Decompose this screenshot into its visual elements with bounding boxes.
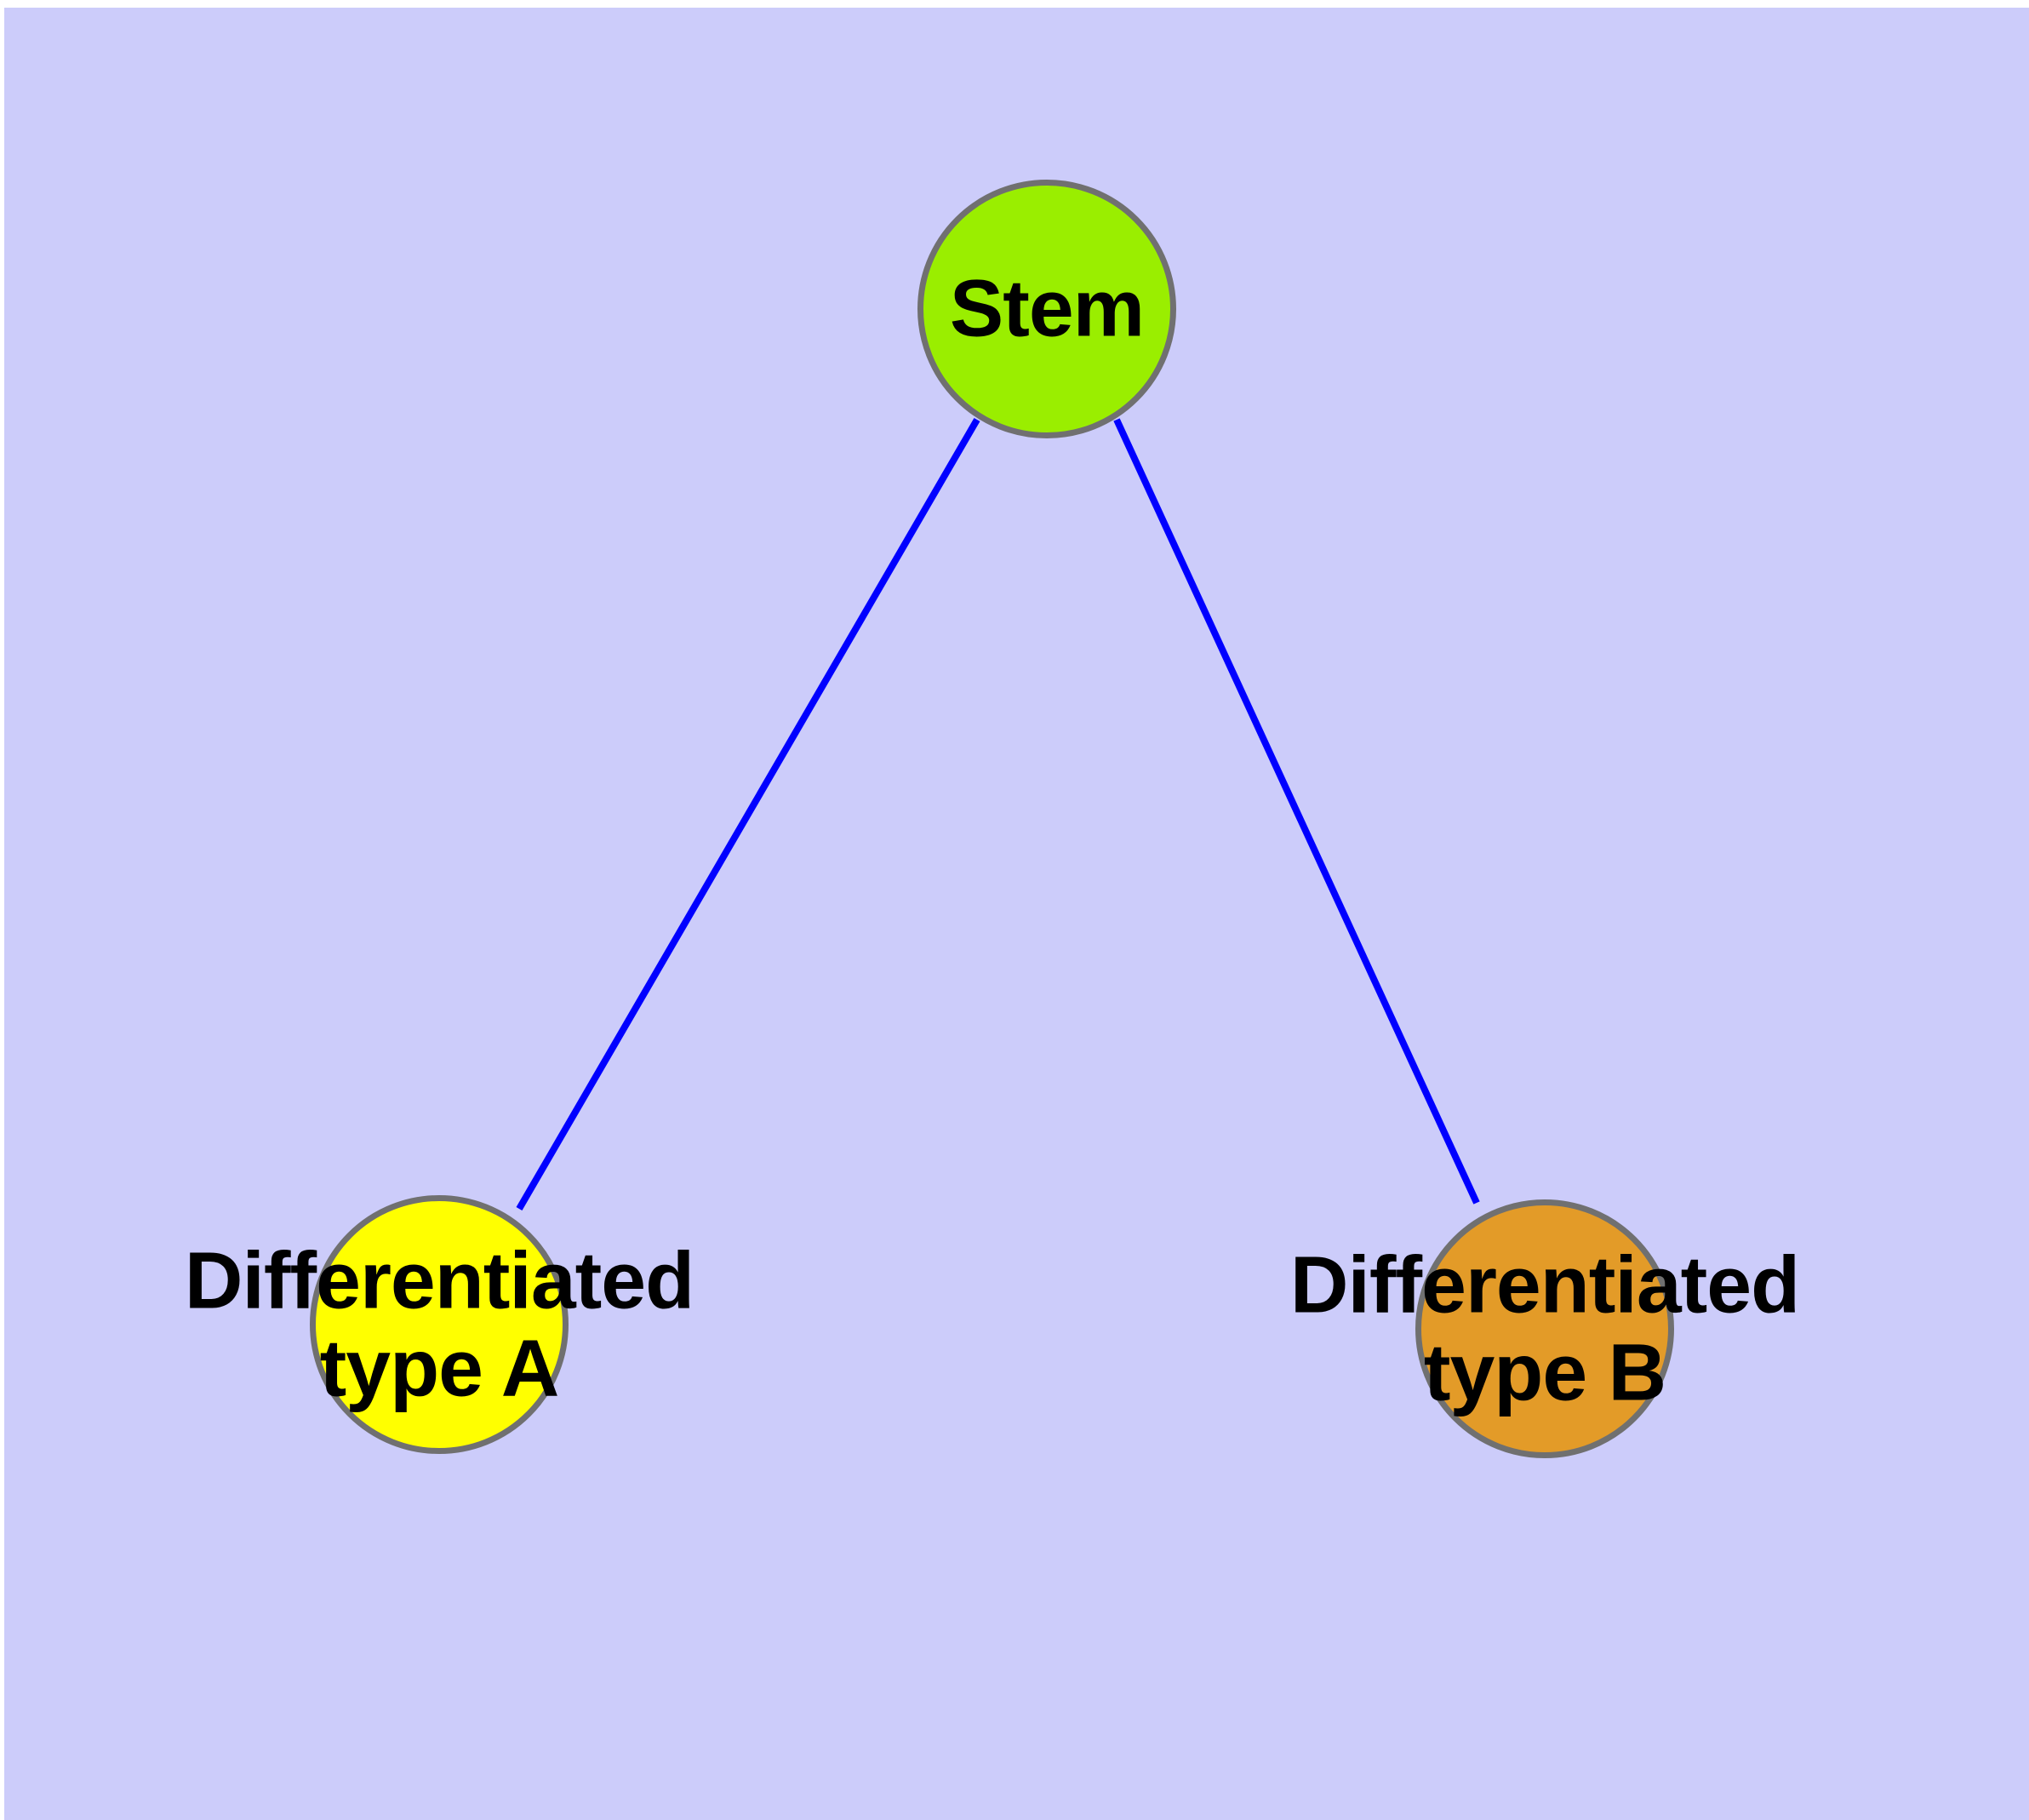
- graph-node-diff_a[interactable]: [310, 1195, 569, 1454]
- edge-layer: [516, 417, 1480, 1211]
- graph-node-stem[interactable]: [917, 180, 1176, 438]
- graph-node-diff_b[interactable]: [1415, 1199, 1674, 1458]
- graph-edge: [516, 417, 980, 1211]
- graph-edge: [1113, 418, 1480, 1205]
